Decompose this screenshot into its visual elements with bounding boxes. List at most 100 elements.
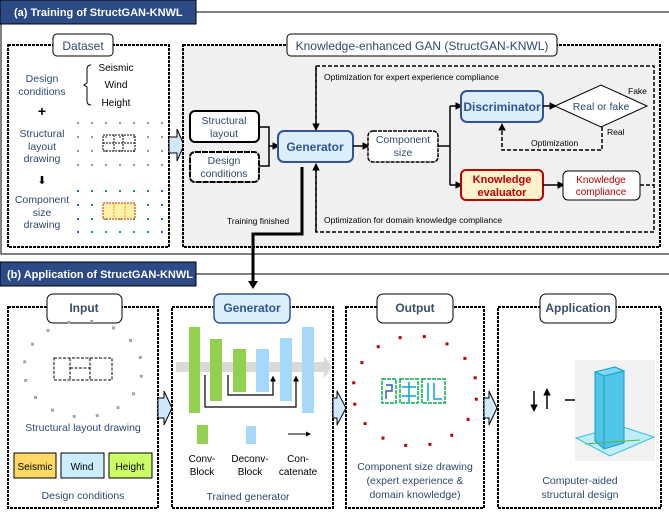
seismic-condition (13, 452, 57, 479)
application-caption: Computer-aided (542, 475, 617, 487)
opt-domain-label: Optimization for domain knowledge compli… (324, 215, 502, 225)
fake-label: Fake (628, 86, 647, 96)
ring-dot (72, 415, 76, 418)
grid-dot (77, 150, 79, 152)
ring-dot (474, 397, 478, 401)
plus-icon: + (38, 103, 46, 119)
component-size-label: Component (376, 134, 430, 146)
ring-dot (51, 408, 54, 412)
deconv-block-legend-icon (246, 426, 256, 444)
training-section: (a) Training of StructGAN-KNWL Dataset D… (0, 0, 669, 289)
generator-title: Generator (223, 301, 281, 315)
grid-dot (161, 218, 163, 220)
component-drawing-label: size (33, 207, 52, 219)
real-label: Real (607, 127, 625, 137)
deconv-block-label: Block (238, 467, 263, 478)
generator-label: Generator (286, 140, 344, 154)
grid-dot (119, 136, 121, 138)
grid-dot (91, 190, 93, 192)
grid-dot (91, 218, 93, 220)
ring-dot (404, 443, 408, 447)
input-title: Input (69, 301, 98, 315)
ring-dot (34, 396, 37, 399)
ring-dot (353, 402, 357, 406)
output-caption: domain knowledge) (369, 489, 460, 501)
ring-dot (422, 335, 426, 339)
component-drawing-label: Component (15, 194, 69, 206)
brace-icon (83, 64, 92, 106)
design-conditions-label: conditions (18, 86, 65, 98)
flow-arrow-icon (332, 390, 347, 426)
grid-dot (91, 164, 93, 166)
grid-dot (105, 164, 107, 166)
grid-dot (161, 190, 163, 192)
condition-seismic: Seismic (98, 63, 133, 74)
wind-condition (60, 452, 105, 479)
ring-dot (445, 342, 449, 346)
component-drawing-icon (102, 202, 136, 220)
grid-dot (105, 190, 107, 192)
conv-block (233, 349, 246, 392)
flow-arrow-icon (157, 390, 173, 426)
ring-dot (376, 345, 380, 349)
ring-dot (112, 326, 115, 330)
ring-dot (116, 406, 120, 410)
grid-dot (147, 122, 149, 124)
grid-dot (161, 122, 163, 124)
conditions-caption: Design conditions (42, 490, 125, 502)
ring-dot (24, 379, 28, 382)
output-title: Output (395, 301, 434, 315)
ring-dot (129, 339, 132, 342)
grid-dot (147, 164, 149, 166)
conv-block (189, 327, 200, 413)
grid-dot (161, 136, 163, 138)
grid-dot (105, 231, 107, 233)
ring-dot (381, 436, 385, 440)
design-conditions-input (189, 151, 260, 183)
ring-dot (95, 414, 99, 418)
ring-dot (352, 381, 356, 385)
conv-block-label: Conv- (189, 454, 216, 465)
ring-dot (139, 374, 143, 378)
ring-dot (466, 417, 470, 421)
application-title: Application (545, 301, 610, 315)
real-or-fake-decision (553, 84, 649, 128)
grid-dot (133, 136, 135, 138)
deconv-block (256, 349, 269, 392)
ring-dot (67, 320, 71, 324)
condition-height: Height (102, 98, 131, 109)
design-conditions-label: Design (26, 73, 59, 85)
grid-dot (161, 150, 163, 152)
ring-dot (138, 356, 142, 359)
grid-dot (133, 122, 135, 124)
height-label: Height (116, 462, 145, 473)
building-model-image (574, 360, 656, 461)
grid-dot (119, 122, 121, 124)
grid-dot (105, 122, 107, 124)
conv-block-legend-icon (197, 425, 208, 444)
discriminator-label: Discriminator (463, 100, 541, 114)
real-or-fake-label: Real or fake (573, 101, 630, 113)
grid-dot (147, 190, 149, 192)
grid-dot (161, 231, 163, 233)
grid-dot (147, 204, 149, 206)
input-tab (46, 293, 123, 324)
layout-drawing-label: layout (28, 141, 56, 153)
optimization-label: Optimization (531, 138, 579, 148)
grid-dot (77, 190, 79, 192)
design-conditions-label: Design (208, 155, 241, 167)
grid-dot (147, 231, 149, 233)
grid-dot (119, 164, 121, 166)
concatenate-label: catenate (279, 467, 318, 478)
ring-dot (46, 328, 50, 332)
grid-dot (77, 122, 79, 124)
grid-dot (147, 218, 149, 220)
condition-wind: Wind (105, 80, 128, 91)
grid-dot (119, 231, 121, 233)
output-tab (376, 293, 454, 324)
structural-layout-label: Structural (202, 115, 247, 127)
application-header (0, 261, 197, 287)
ring-dot (363, 422, 367, 426)
dataset-tab (52, 33, 114, 57)
